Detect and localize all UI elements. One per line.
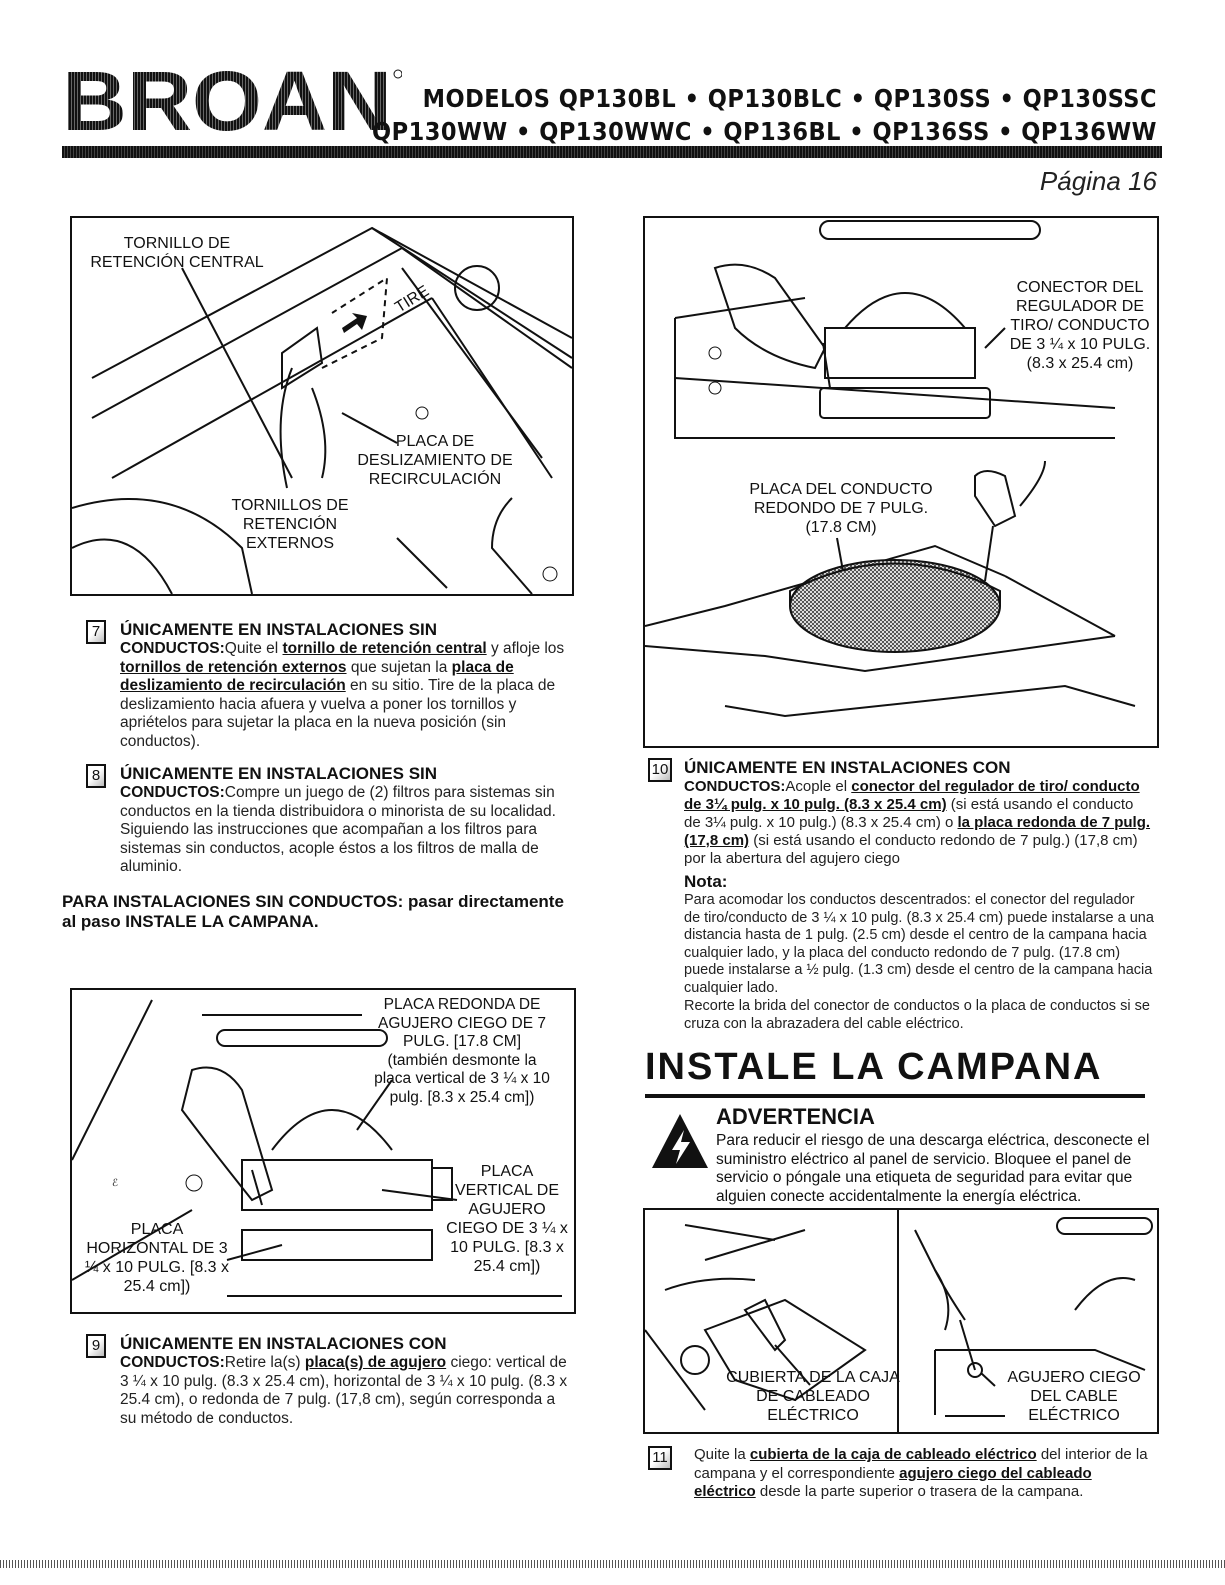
figure-4-drawing (645, 1210, 1153, 1432)
step-number-badge: 11 (648, 1446, 672, 1470)
step-9-text-2: ciego: vertical de 3 ¼ x 10 pulg. (8.3 x… (120, 1354, 568, 1427)
step-9-text-1: Retire la(s) (224, 1354, 305, 1371)
label-cubierta-caja: CUBIERTA DE LA CAJA DE CABLEADO ELÉCTRIC… (726, 1369, 900, 1424)
step-number-badge: 8 (86, 764, 106, 788)
nota-body-1: Para acomodar los conductos descentrados… (684, 892, 1154, 996)
step-8-body: CONDUCTOS:Compre un juego de (2) filtros… (120, 784, 570, 877)
step-9-lead: CONDUCTOS: (120, 1354, 225, 1371)
model-list: MODELOS QP130BL • QP130BLC • QP130SS • Q… (372, 82, 1157, 148)
warning-body: Para reducir el riesgo de una descarga e… (716, 1132, 1150, 1205)
step-7-text-1: Quite el (224, 640, 283, 657)
scan-edge (0, 1560, 1225, 1568)
models-line-1: MODELOS QP130BL • QP130BLC • QP130SS • Q… (422, 84, 1157, 113)
step-10-body: CONDUCTOS:Acople el conector del regulad… (684, 778, 1154, 868)
figure-recirculation-plate: TORNILLO DE RETENCIÓN CENTRAL TIRE PLACA… (70, 216, 574, 596)
step-11-body: Quite la cubierta de la caja de cableado… (694, 1446, 1154, 1502)
models-line-2: QP130WW • QP130WWC • QP136BL • QP136SS •… (372, 117, 1157, 146)
step-7-link-tornillos-externos: tornillos de retención externos (120, 658, 347, 676)
step-11-text-1: Quite la (694, 1446, 750, 1463)
step-11-text-3: desde la parte superior o trasera de la … (755, 1483, 1084, 1500)
label-placa-conducto-redondo: PLACA DEL CONDUCTO REDONDO DE 7 PULG. (1… (749, 481, 933, 536)
step-11-link-agujero: agujero ciego del cableado eléctrico (694, 1464, 1092, 1501)
nota-body-2: Recorte la brida del conector de conduct… (684, 998, 1150, 1032)
step-11: 11 Quite la cubierta de la caja de cable… (648, 1446, 1158, 1516)
header-rule (62, 146, 1162, 158)
step-10-text-1: Acople el (785, 778, 852, 795)
figure-1-drawing (72, 226, 572, 594)
svg-text:ℰ: ℰ (112, 1178, 118, 1189)
figure-knockout-plates: ℰ PLACA REDONDA DE AGUJERO CIEGO DE 7 PU… (70, 988, 576, 1314)
nota-title: Nota: (684, 872, 728, 891)
label-placa-vertical: PLACA VERTICAL DE AGUJERO CIEGO DE 3 ¼ x… (446, 1163, 568, 1275)
step-7-lead: CONDUCTOS: (120, 640, 225, 657)
broan-logo: BROAN (62, 60, 402, 140)
label-tornillo-central: TORNILLO DE RETENCIÓN CENTRAL (90, 235, 264, 271)
step-8-title: ÚNICAMENTE EN INSTALACIONES SIN (120, 764, 438, 783)
step-7: 7 ÚNICAMENTE EN INSTALACIONES SIN CONDUC… (86, 620, 576, 750)
step-10-link-placa: la placa redonda de 7 pulg. (17,8 cm) (684, 814, 1151, 849)
label-agujero-ciego-cable: AGUJERO CIEGO DEL CABLE ELÉCTRICO (1007, 1369, 1141, 1424)
step-7-text-4: en su sitio. Tire de la placa de desliza… (120, 677, 556, 750)
step-9-body: CONDUCTOS:Retire la(s) placa(s) de aguje… (120, 1354, 570, 1428)
step-7-text-2: y afloje los (486, 640, 565, 657)
step-7-text-3: que sujetan la (346, 658, 452, 676)
step-11-link-cubierta: cubierta de la caja de cableado eléctric… (749, 1446, 1037, 1463)
figure-damper-connector: CONECTOR DEL REGULADOR DE TIRO/ CONDUCTO… (643, 216, 1159, 460)
step-10: 10 ÚNICAMENTE EN INSTALACIONES CON CONDU… (648, 758, 1158, 1038)
step-7-link-tornillo-central: tornillo de retención central (282, 640, 487, 657)
label-placa-deslizamiento: PLACA DE DESLIZAMIENTO DE RECIRCULACIÓN (357, 433, 513, 488)
warning-icon (652, 1114, 708, 1168)
figure-2a-drawing (674, 220, 1116, 439)
skip-note: PARA INSTALACIONES SIN CONDUCTOS: pasar … (62, 892, 564, 931)
step-number-badge: 9 (86, 1334, 106, 1358)
figure-3-drawing: ℰ (72, 999, 562, 1297)
step-9-link-placa: placa(s) de agujero (304, 1354, 447, 1371)
step-10-link-conector: conector del regulador de tiro/ conducto… (684, 778, 1140, 813)
step-10-title: ÚNICAMENTE EN INSTALACIONES CON (684, 758, 1011, 777)
step-7-title: ÚNICAMENTE EN INSTALACIONES SIN (120, 620, 438, 639)
page-number: Página 16 (1039, 166, 1157, 196)
step-7-body: CONDUCTOS:Quite el tornillo de retención… (120, 640, 570, 751)
label-conector-regulador: CONECTOR DEL REGULADOR DE TIRO/ CONDUCTO… (1009, 279, 1151, 372)
svg-text:BROAN: BROAN (62, 60, 392, 140)
figure-2b-drawing (645, 460, 1136, 718)
step-8: 8 ÚNICAMENTE EN INSTALACIONES SIN CONDUC… (86, 764, 576, 884)
step-7-link-placa: placa de deslizamiento de recirculación (120, 658, 514, 695)
figure-round-duct-plate: PLACA DEL CONDUCTO REDONDO DE 7 PULG. (1… (643, 456, 1159, 748)
step-9-title: ÚNICAMENTE EN INSTALACIONES CON (120, 1334, 447, 1353)
step-10-text-2: (si está usando el conducto de 3¼ pulg. … (684, 796, 1134, 831)
label-placa-horizontal: PLACA HORIZONTAL DE 3 ¼ x 10 PULG. [8.3 … (84, 1221, 230, 1295)
figure-wiring-box: CUBIERTA DE LA CAJA DE CABLEADO ELÉCTRIC… (643, 1208, 1159, 1434)
step-number-badge: 10 (648, 758, 672, 782)
step-10-text-3: (si está usando el conducto redondo de 7… (684, 832, 1138, 867)
step-8-lead: CONDUCTOS: (120, 784, 225, 801)
label-placa-redonda-ciego: PLACA REDONDA DE AGUJERO CIEGO DE 7 PULG… (374, 996, 550, 1106)
step-9: 9 ÚNICAMENTE EN INSTALACIONES CON CONDUC… (86, 1334, 576, 1434)
warning-title: ADVERTENCIA (716, 1104, 875, 1129)
section-heading: INSTALE LA CAMPANA (645, 1046, 1103, 1088)
step-8-text-1: Compre un juego de (2) filtros para sist… (120, 784, 556, 875)
label-tornillos-externos: TORNILLOS DE RETENCIÓN EXTERNOS (231, 497, 349, 552)
section-rule (645, 1094, 1145, 1098)
step-10-lead: CONDUCTOS: (684, 778, 786, 795)
step-11-text-2: del interior de la campana y el correspo… (694, 1446, 1148, 1482)
step-number-badge: 7 (86, 620, 106, 644)
